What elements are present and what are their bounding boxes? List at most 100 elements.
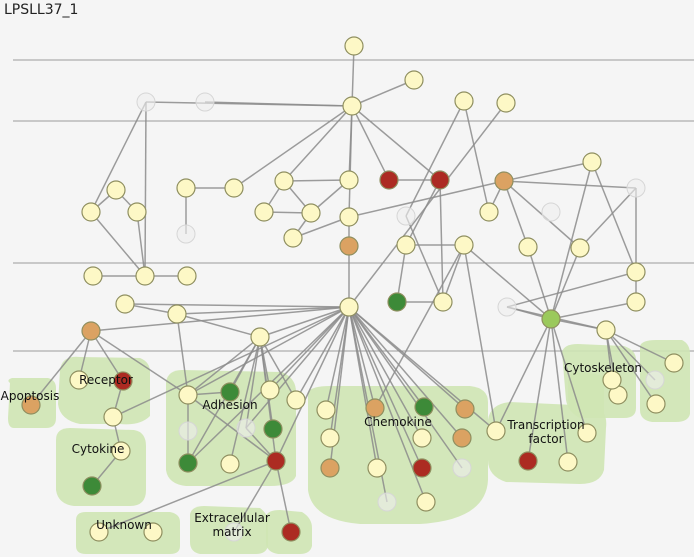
gene-node[interactable] (195, 92, 215, 112)
gene-node[interactable] (301, 203, 321, 223)
gene-node[interactable] (365, 398, 385, 418)
gene-node[interactable] (339, 207, 359, 227)
gene-node[interactable] (113, 371, 133, 391)
gene-node[interactable] (412, 458, 432, 478)
gene-node[interactable] (106, 180, 126, 200)
gene-node[interactable] (83, 266, 103, 286)
gene-node[interactable] (454, 91, 474, 111)
gene-node[interactable] (664, 353, 684, 373)
gene-node[interactable] (21, 395, 41, 415)
gene-node[interactable] (518, 451, 538, 471)
gene-node[interactable] (236, 418, 256, 438)
gene-node[interactable] (178, 421, 198, 441)
gene-node[interactable] (344, 36, 364, 56)
gene-node[interactable] (645, 370, 665, 390)
gene-node[interactable] (143, 522, 163, 542)
gene-node[interactable] (260, 380, 280, 400)
gene-node[interactable] (479, 202, 499, 222)
gene-node[interactable] (339, 236, 359, 256)
gene-node[interactable] (541, 309, 561, 329)
gene-node[interactable] (626, 292, 646, 312)
gene-node[interactable] (396, 235, 416, 255)
gene-node[interactable] (577, 423, 597, 443)
edge (233, 460, 277, 533)
gene-node[interactable] (596, 320, 616, 340)
gene-node[interactable] (518, 237, 538, 257)
gene-node[interactable] (283, 228, 303, 248)
gene-node[interactable] (452, 428, 472, 448)
gene-node[interactable] (486, 421, 506, 441)
gene-node[interactable] (254, 202, 274, 222)
gene-node[interactable] (412, 428, 432, 448)
gene-node[interactable] (224, 522, 244, 542)
gene-node[interactable] (135, 266, 155, 286)
gene-node[interactable] (494, 171, 514, 191)
gene-node[interactable] (286, 390, 306, 410)
edge (550, 247, 581, 320)
gene-node[interactable] (69, 370, 89, 390)
gene-node[interactable] (414, 397, 434, 417)
gene-node[interactable] (497, 297, 517, 317)
gene-node[interactable] (316, 400, 336, 420)
gene-node[interactable] (626, 262, 646, 282)
gene-node[interactable] (496, 93, 516, 113)
group-label: Cytokine (72, 442, 125, 456)
gene-node[interactable] (178, 385, 198, 405)
gene-node[interactable] (167, 304, 187, 324)
edge (605, 329, 657, 405)
gene-node[interactable] (452, 458, 472, 478)
gene-node[interactable] (103, 407, 123, 427)
gene-node[interactable] (404, 70, 424, 90)
gene-node[interactable] (416, 492, 436, 512)
gene-node[interactable] (541, 202, 561, 222)
gene-node[interactable] (177, 266, 197, 286)
edge (229, 336, 261, 465)
gene-node[interactable] (115, 294, 135, 314)
edge (348, 306, 463, 439)
gene-node[interactable] (455, 399, 475, 419)
gene-node[interactable] (339, 297, 359, 317)
gene-node[interactable] (558, 452, 578, 472)
gene-node[interactable] (176, 178, 196, 198)
edge (259, 306, 350, 338)
gene-node[interactable] (320, 428, 340, 448)
gene-node[interactable] (626, 178, 646, 198)
gene-node[interactable] (81, 321, 101, 341)
gene-node[interactable] (127, 202, 147, 222)
gene-node[interactable] (176, 224, 196, 244)
edge (176, 306, 350, 315)
gene-node[interactable] (377, 492, 397, 512)
gene-node[interactable] (320, 458, 340, 478)
gene-node[interactable] (396, 206, 416, 226)
gene-node[interactable] (387, 292, 407, 312)
gene-node[interactable] (266, 451, 286, 471)
gene-node[interactable] (430, 170, 450, 190)
group-label: Apoptosis (1, 389, 60, 403)
gene-node[interactable] (454, 235, 474, 255)
gene-node[interactable] (81, 202, 101, 222)
gene-node[interactable] (274, 171, 294, 191)
gene-node[interactable] (224, 178, 244, 198)
gene-node[interactable] (582, 152, 602, 172)
gene-node[interactable] (281, 522, 301, 542)
gene-node[interactable] (82, 476, 102, 496)
gene-node[interactable] (136, 92, 156, 112)
gene-node[interactable] (89, 522, 109, 542)
gene-node[interactable] (379, 170, 399, 190)
gene-node[interactable] (342, 96, 362, 116)
gene-node[interactable] (367, 458, 387, 478)
edge (233, 105, 353, 189)
gene-node[interactable] (602, 370, 622, 390)
gene-node[interactable] (570, 238, 590, 258)
gene-node[interactable] (220, 382, 240, 402)
edge (351, 105, 390, 181)
gene-node[interactable] (220, 454, 240, 474)
gene-node[interactable] (178, 453, 198, 473)
gene-node[interactable] (263, 419, 283, 439)
gene-node[interactable] (339, 170, 359, 190)
gene-node[interactable] (646, 394, 666, 414)
gene-node[interactable] (250, 327, 270, 347)
gene-node[interactable] (111, 441, 131, 461)
gene-node[interactable] (433, 292, 453, 312)
